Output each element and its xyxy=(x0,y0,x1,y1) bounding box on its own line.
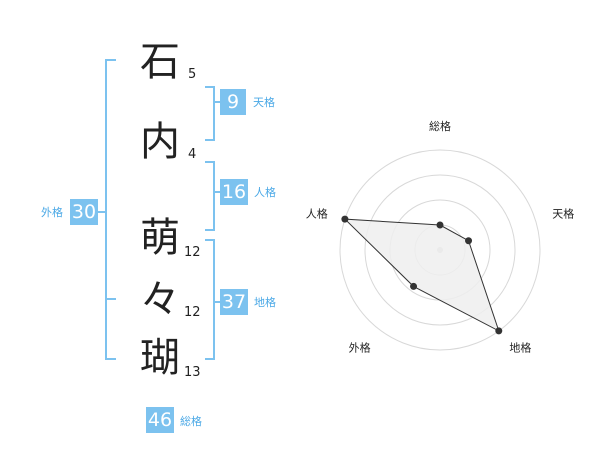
tenkaku-label: 天格 xyxy=(253,96,275,109)
soukaku-value: 46 xyxy=(146,407,174,433)
soukaku-label: 総格 xyxy=(180,415,202,428)
chikaku-bracket xyxy=(205,239,215,360)
name-char-2: 内 xyxy=(140,119,180,165)
gaikaku-value: 30 xyxy=(70,199,98,225)
radar-point-2 xyxy=(465,237,473,245)
jinkaku-value: 16 xyxy=(220,179,248,205)
chikaku-label: 地格 xyxy=(254,296,276,309)
stroke-count-5: 13 xyxy=(184,365,201,380)
radar-ring-4 xyxy=(339,149,541,351)
name-char-1: 石 xyxy=(140,39,180,85)
radar-polygon xyxy=(343,218,500,332)
jinkaku-bracket xyxy=(205,161,215,231)
gaikaku-label: 外格 xyxy=(41,206,63,219)
radar-axis-label-1: 総格 xyxy=(429,119,451,133)
radar-point-3 xyxy=(495,327,503,335)
name-char-3: 萌 xyxy=(140,215,180,261)
stroke-count-4: 12 xyxy=(184,305,201,320)
radar-ring-3 xyxy=(364,174,516,326)
radar-axis-label-3: 地格 xyxy=(509,340,531,354)
radar-axis-label-2: 天格 xyxy=(552,207,574,221)
name-char-5: 瑚 xyxy=(140,335,180,381)
radar-point-5 xyxy=(341,215,349,223)
radar-point-1 xyxy=(436,221,444,229)
tenkaku-bracket xyxy=(205,86,215,141)
radar-point-4 xyxy=(410,282,418,290)
stroke-count-2: 4 xyxy=(188,147,197,162)
gaikaku-bracket xyxy=(105,59,116,360)
stroke-count-3: 12 xyxy=(184,245,201,260)
jinkaku-label: 人格 xyxy=(254,186,276,199)
radar-axis-label-4: 外格 xyxy=(349,340,371,354)
name-char-4: 々 xyxy=(140,277,180,323)
tenkaku-value: 9 xyxy=(220,89,246,115)
chikaku-value: 37 xyxy=(220,289,248,315)
radar-axis-label-5: 人格 xyxy=(306,207,328,221)
stroke-count-1: 5 xyxy=(188,67,197,82)
